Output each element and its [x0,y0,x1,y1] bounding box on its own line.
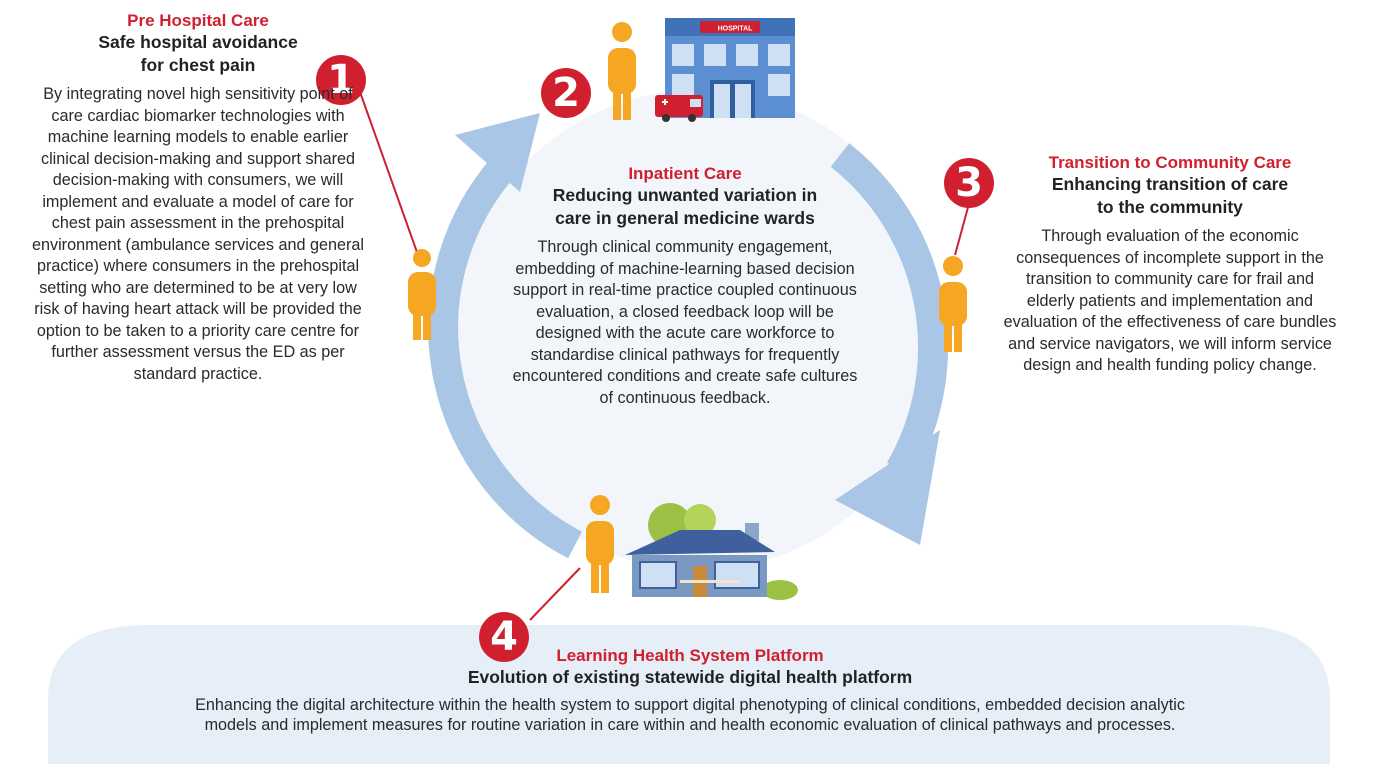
right-arc-arrow [830,143,949,478]
cycle-arrows [428,143,949,559]
person-icon [939,256,967,352]
house-icon [625,503,798,600]
step-1-title-line1: Safe hospital avoidance [98,32,298,52]
connector-4 [529,567,581,621]
step-4-description: Enhancing the digital architecture withi… [195,696,1185,734]
step-3-title-line1: Enhancing transition of care [1051,174,1289,194]
step-1-description: By integrating novel high sensitivity po… [31,85,365,383]
step-badge-2: 2 [541,68,591,118]
connector-3 [954,199,971,256]
step-2-description: Through clinical community engagement, e… [512,238,858,407]
step-3-description: Through evaluation of the economic conse… [1003,227,1337,374]
hospital-icon: HOSPITAL [665,18,795,118]
person-icon [408,249,436,340]
step-1-panel: Pre Hospital Care Safe hospital avoidanc… [28,10,368,385]
step-1-category: Pre Hospital Care [127,11,269,30]
step-badge-3: 3 [944,158,994,208]
step-4-panel: Learning Health System Platform Evolutio… [180,645,1200,735]
step-2-category: Inpatient Care [628,164,742,183]
right-arrow-head [835,430,940,545]
left-arrow-head [455,113,540,192]
step-1-title-line2: for chest pain [140,55,256,75]
step-2-title-line2: care in general medicine wards [555,208,815,228]
step-4-title: Evolution of existing statewide digital … [467,667,913,687]
hospital-sign: HOSPITAL [718,26,754,33]
step-badge-4: 4 [479,612,529,662]
left-arc-arrow [428,155,582,559]
step-3-category: Transition to Community Care [1048,153,1292,172]
step-2-panel: Inpatient Care Reducing unwanted variati… [505,163,865,409]
platform-background [48,625,1330,764]
step-2-title-line1: Reducing unwanted variation in [552,185,818,205]
step-4-category: Learning Health System Platform [556,646,824,665]
person-icon [586,495,614,593]
inner-circle [458,90,938,570]
person-icon [608,22,636,120]
ambulance-icon [655,95,703,122]
step-3-title-line2: to the community [1097,197,1243,217]
step-badge-1: 1 [316,55,366,105]
step-3-panel: Transition to Community Care Enhancing t… [995,152,1345,377]
connector-1 [359,91,419,256]
